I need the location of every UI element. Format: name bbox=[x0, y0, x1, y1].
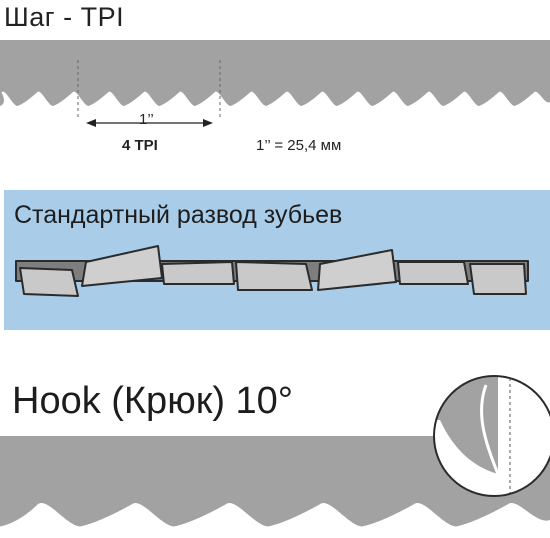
set-title: Стандартный развод зубьев bbox=[14, 201, 343, 229]
tpi-label: 4 TPI bbox=[122, 137, 158, 154]
set-tooth bbox=[317, 249, 397, 291]
set-tooth bbox=[235, 261, 313, 291]
pitch-blade bbox=[0, 40, 550, 106]
set-tooth bbox=[469, 263, 527, 295]
hook-blade bbox=[0, 436, 550, 527]
set-tooth bbox=[161, 261, 235, 285]
hook-title: Hook (Крюк) 10° bbox=[12, 380, 293, 422]
inch-arrow bbox=[86, 119, 213, 127]
set-tooth bbox=[81, 245, 163, 287]
pitch-title: Шаг - TPI bbox=[4, 2, 125, 32]
tooth-set-diagram bbox=[15, 245, 529, 297]
set-tooth bbox=[397, 261, 469, 285]
set-tooth bbox=[19, 267, 79, 297]
conversion-label: 1’’ = 25,4 мм bbox=[256, 137, 342, 154]
inch-label: 1’’ bbox=[139, 111, 154, 128]
hook-zoom-circle bbox=[433, 375, 550, 497]
